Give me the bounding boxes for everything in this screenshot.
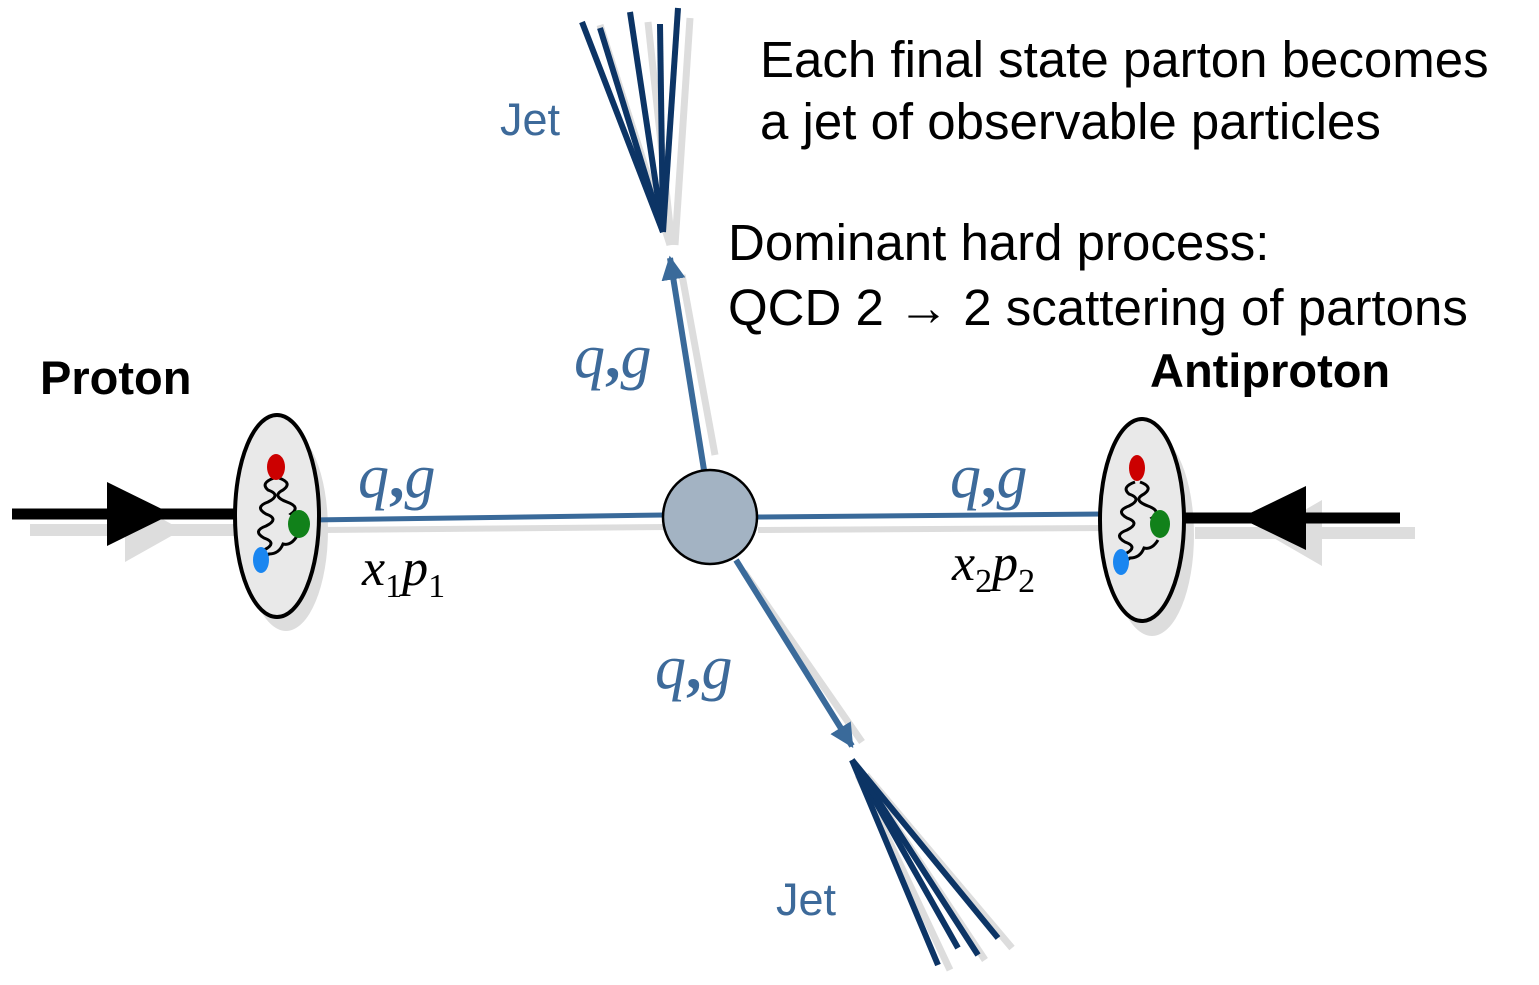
quark-blue-icon xyxy=(253,547,269,573)
process-note-line-2: QCD 2 → 2 scattering of partons xyxy=(728,279,1468,336)
parton-right-label: q,g xyxy=(950,443,1028,511)
bottom-jet-spray xyxy=(849,758,1015,972)
quark-green-icon xyxy=(288,510,310,538)
momentum-left-label: x1p1 xyxy=(361,540,445,605)
incoming-parton-left xyxy=(309,512,665,523)
outgoing-parton-bottom xyxy=(733,558,855,749)
parton-left-label: q,g xyxy=(358,443,436,511)
hard-scattering-vertex xyxy=(661,468,759,566)
proton-beam-arrow xyxy=(12,482,238,546)
outgoing-parton-top xyxy=(661,255,707,471)
jet-bottom-label: Jet xyxy=(776,874,837,925)
quark-red-icon xyxy=(267,454,285,480)
incoming-parton-right xyxy=(755,511,1105,520)
antiproton-beam-arrow xyxy=(1178,486,1400,550)
proton-disc xyxy=(233,413,321,619)
antiproton-label: Antiproton xyxy=(1150,344,1390,397)
quark-red-icon xyxy=(1129,455,1145,481)
parton-bottom-label: q,g xyxy=(655,634,733,702)
gluon-icon xyxy=(276,476,304,524)
parton-top-label: q,g xyxy=(574,323,652,391)
gluon-icon xyxy=(260,535,299,562)
momentum-right-label: x2p2 xyxy=(951,535,1035,600)
proton-label: Proton xyxy=(40,351,191,404)
jets-note-line-2: a jet of observable particles xyxy=(760,93,1381,150)
jets-note-line-1: Each final state parton becomes xyxy=(760,31,1489,88)
quark-blue-icon xyxy=(1113,549,1129,575)
gluon-icon xyxy=(255,476,277,561)
top-jet-spray xyxy=(579,7,694,247)
quark-green-icon xyxy=(1150,510,1170,538)
process-note-line-1: Dominant hard process: xyxy=(728,214,1269,271)
antiproton-disc xyxy=(1098,417,1186,623)
gluon-icon xyxy=(1121,539,1160,566)
jet-top-label: Jet xyxy=(500,94,561,145)
gluon-icon xyxy=(1116,480,1138,565)
